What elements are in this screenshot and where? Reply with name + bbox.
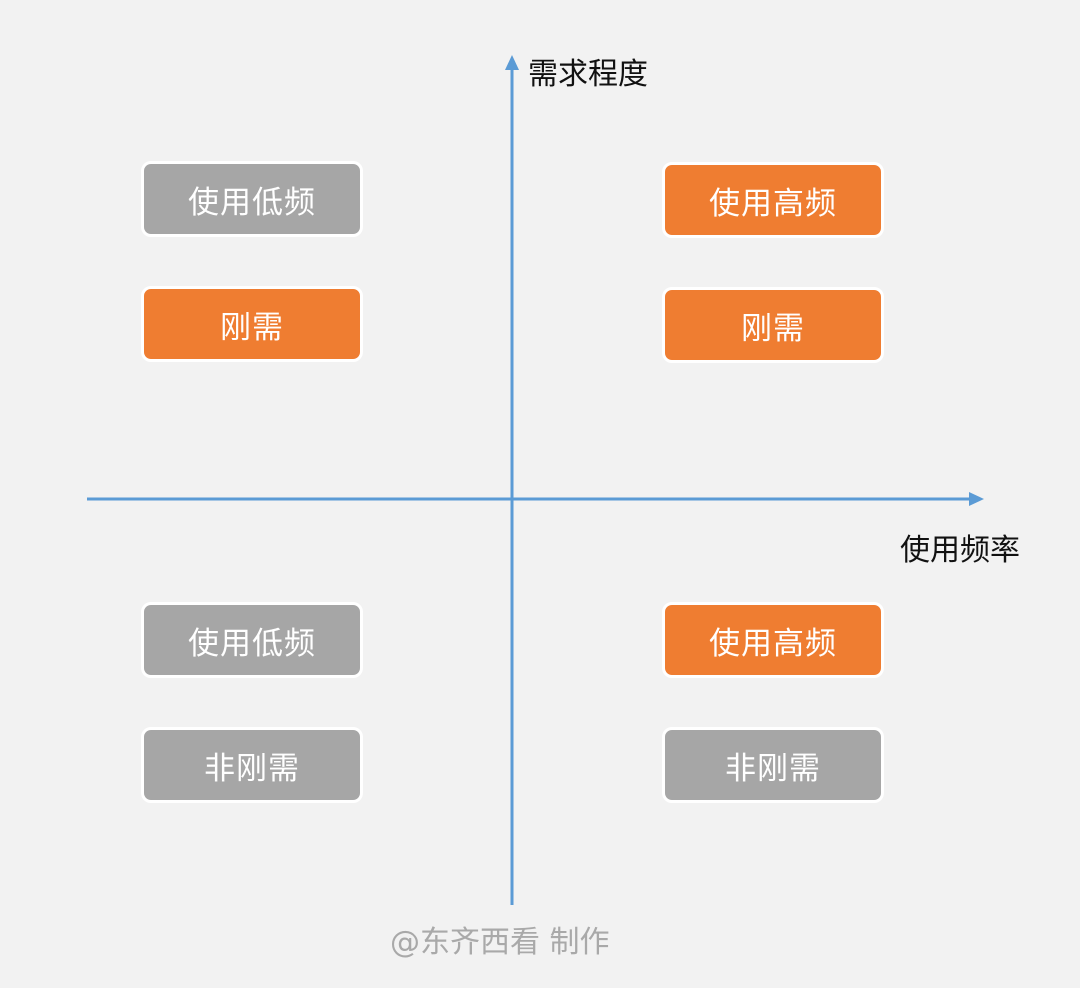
y-axis-arrowhead bbox=[505, 55, 519, 70]
top-left-need-tag: 刚需 bbox=[141, 286, 363, 362]
bottom-right-frequency-tag: 使用高频 bbox=[662, 602, 884, 678]
bottom-left-frequency-tag: 使用低频 bbox=[141, 602, 363, 678]
y-axis-label: 需求程度 bbox=[528, 57, 648, 92]
x-axis-label: 使用频率 bbox=[900, 533, 1020, 568]
top-right-frequency-tag: 使用高频 bbox=[662, 162, 884, 238]
top-left-frequency-tag: 使用低频 bbox=[141, 161, 363, 237]
top-right-need-tag: 刚需 bbox=[662, 287, 884, 363]
watermark-credit: @东齐西看 制作 bbox=[390, 925, 610, 960]
x-axis-arrowhead bbox=[969, 492, 984, 506]
bottom-left-need-tag: 非刚需 bbox=[141, 727, 363, 803]
bottom-right-need-tag: 非刚需 bbox=[662, 727, 884, 803]
